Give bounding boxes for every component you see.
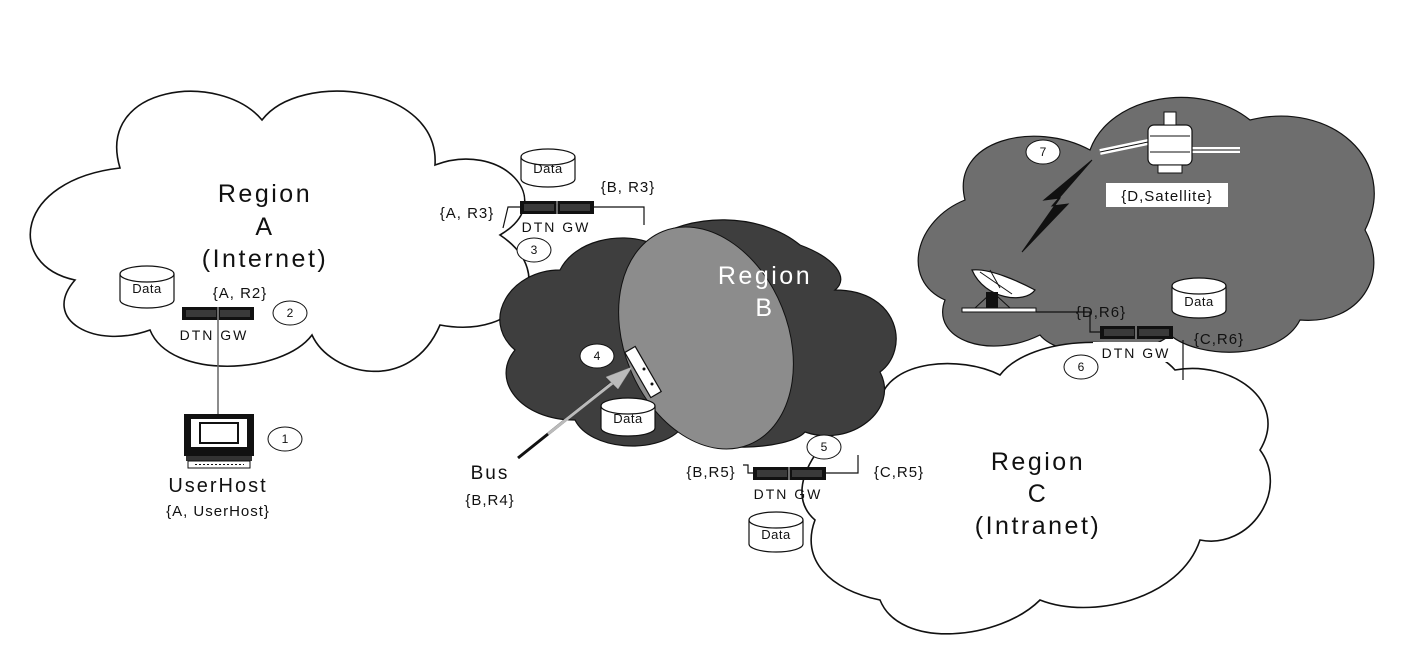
dtn-gateway-r6-id-top: {D,R6} <box>1076 304 1126 321</box>
region-c-letter: C <box>1028 480 1049 508</box>
region-a-subtitle: (Internet) <box>202 245 328 273</box>
link-gw5-left <box>743 464 753 474</box>
region-b-letter: B <box>755 294 774 322</box>
dtn-gateway-r6-id-right: {C,R6} <box>1194 331 1244 348</box>
region-a-letter: A <box>255 213 274 241</box>
satellite-icon <box>1099 111 1240 174</box>
step-marker-2 <box>272 300 308 326</box>
radio-link-lightning-icon <box>1021 159 1093 253</box>
step-marker-1 <box>267 426 303 452</box>
dtn-gateway-r2-label: DTN GW <box>180 327 249 343</box>
dtn-gateway-r5-id-right: {C,R5} <box>874 464 924 481</box>
link-gw3 <box>502 206 520 229</box>
satellite-dish-icon <box>961 269 1037 313</box>
bus-icon <box>623 345 663 399</box>
data-store-r3 <box>520 148 576 188</box>
dtn-gateway-r3-id-left: {A, R3} <box>440 205 495 222</box>
region-a-cloud <box>29 90 530 373</box>
satellite-id-box <box>1106 183 1228 207</box>
data-store-r6 <box>1171 277 1227 319</box>
dtn-gateway-r3-id-right: {B, R3} <box>601 179 656 196</box>
step-marker-5 <box>806 434 842 460</box>
region-c-title: Region <box>991 448 1085 476</box>
region-c-subtitle: (Intranet) <box>975 512 1101 540</box>
data-store-r6-label: Data <box>1184 294 1214 309</box>
link-gw6-dish <box>1036 311 1100 333</box>
step-marker-1-label: 1 <box>282 432 289 446</box>
region-a-title: Region <box>218 180 312 208</box>
userhost-computer-icon <box>184 414 254 469</box>
satellite-id: {D,Satellite} <box>1121 188 1212 205</box>
dtn-gateway-r3-label: DTN GW <box>522 219 591 235</box>
data-store-a-label: Data <box>132 281 162 296</box>
dtn-gateway-r3 <box>520 201 594 214</box>
dtn-gateway-r6 <box>1093 326 1179 362</box>
step-marker-4-label: 4 <box>594 349 601 363</box>
bus-name: Bus <box>471 463 510 484</box>
data-store-r3-label: Data <box>533 161 563 176</box>
region-b-cloud <box>499 219 897 450</box>
userhost-name: UserHost <box>168 475 267 497</box>
data-store-bus-label: Data <box>613 411 643 426</box>
dtn-gateway-r5-id-left: {B,R5} <box>686 464 735 481</box>
dtn-gateway-r5-label: DTN GW <box>754 486 823 502</box>
region-d-cloud <box>917 96 1375 355</box>
step-marker-2-label: 2 <box>287 306 294 320</box>
step-marker-3 <box>516 237 552 263</box>
data-store-r5 <box>748 511 804 553</box>
step-marker-3-label: 3 <box>531 243 538 257</box>
region-c-cloud <box>801 341 1272 635</box>
dtn-gateway-r5 <box>753 467 826 480</box>
dtn-gateway-r2-id: {A, R2} <box>213 285 268 302</box>
step-marker-4 <box>579 343 615 369</box>
data-store-bus <box>600 397 656 437</box>
step-marker-7 <box>1025 139 1061 165</box>
step-marker-5-label: 5 <box>821 440 828 454</box>
step-marker-7-label: 7 <box>1040 145 1047 159</box>
data-store-r5-label: Data <box>761 527 791 542</box>
dtn-gateway-r2 <box>182 307 254 320</box>
link-gw5-right <box>826 455 859 474</box>
step-marker-6-label: 6 <box>1078 360 1085 374</box>
step-marker-6 <box>1063 354 1099 380</box>
data-store-a <box>119 265 175 309</box>
region-b-title: Region <box>718 262 812 290</box>
bus-id: {B,R4} <box>465 492 514 509</box>
userhost-id: {A, UserHost} <box>166 503 270 520</box>
bus-arrow <box>517 366 633 460</box>
link-gw3-regionb <box>594 206 645 225</box>
dtn-gateway-r6-label: DTN GW <box>1102 345 1171 361</box>
